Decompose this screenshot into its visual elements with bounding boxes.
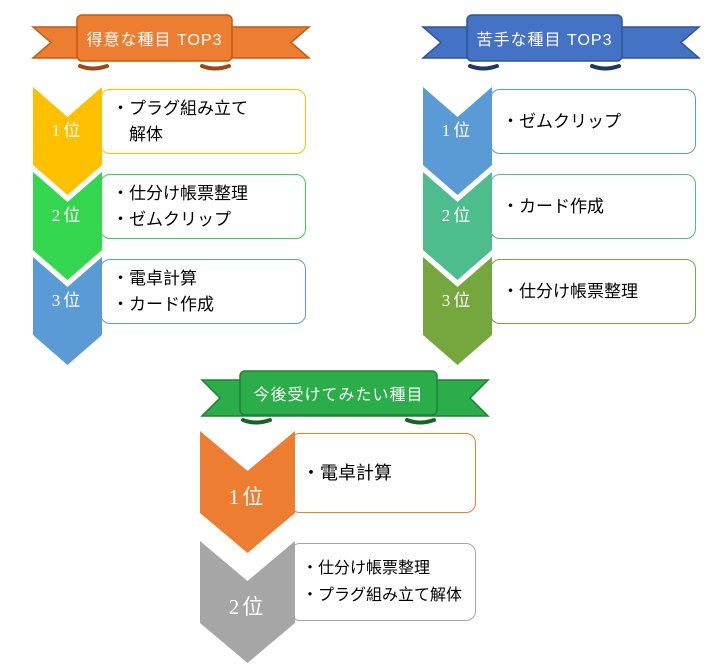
item-card: ・仕分け帳票整理・プラグ組み立て解体 [290,543,476,621]
rank-chevron [33,257,102,365]
rank-chevron [33,87,102,195]
rank-label: 2位 [441,206,474,225]
banner-title: 今後受けてみたい種目 [253,387,424,404]
item-card: ・プラグ組み立て解体 [100,89,306,154]
item-line: ・電卓計算 [302,463,392,483]
item-line: 解体 [129,124,163,144]
banner-title: 苦手な種目 TOP3 [476,32,613,49]
item-line: ・仕分け帳票整理 [302,560,431,577]
item-line: ・プラグ組み立て解体 [302,587,463,604]
down-chevron-shape [423,172,492,280]
ribbon-center [239,370,438,416]
ribbon-fold-right [200,64,231,71]
ribbon-center [76,14,233,62]
banner-title: 得意な種目 TOP3 [86,32,223,49]
down-chevron-shape [33,87,102,195]
rank-chevron [423,172,492,280]
rank-chevron [33,172,102,280]
ribbon-fold-left [468,64,499,71]
down-chevron-shape [423,257,492,365]
rank-label: 2位 [51,206,84,225]
item-line: ・カード作成 [112,294,214,314]
item-line: ・電卓計算 [112,268,197,288]
item-card: ・仕分け帳票整理 [490,259,696,324]
rank-label: 1位 [228,485,267,509]
rank-label: 1位 [441,121,474,140]
rank-chevron [423,257,492,365]
item-card: ・電卓計算 [290,433,476,513]
ribbon-fold-left [78,64,109,71]
ribbon-fold-left [241,418,272,425]
item-line: ・仕分け帳票整理 [502,281,638,301]
item-line: ・プラグ組み立て [112,98,248,118]
down-chevron-shape [423,87,492,195]
item-card: ・ゼムクリップ [490,89,696,154]
ribbon-fold-right [590,64,621,71]
item-line: ・カード作成 [502,196,604,216]
item-line: ・ゼムクリップ [112,209,231,229]
item-card: ・カード作成 [490,174,696,239]
down-chevron-shape [200,431,295,553]
item-card: ・仕分け帳票整理・ゼムクリップ [100,174,306,239]
rank-chevron [423,87,492,195]
item-line: ・仕分け帳票整理 [112,183,248,203]
down-chevron-shape [33,257,102,365]
ribbon-banner [30,14,312,71]
down-chevron-shape [200,541,295,663]
rank-label: 3位 [51,291,84,310]
ribbon-center [466,14,623,62]
rank-chevron [200,541,295,663]
rank-label: 2位 [228,595,267,619]
ribbon-fold-right [405,418,436,425]
item-line: ・ゼムクリップ [502,111,621,131]
rank-chevron [200,431,295,553]
down-chevron-shape [33,172,102,280]
item-card: ・電卓計算・カード作成 [100,259,306,324]
rank-label: 3位 [441,291,474,310]
rank-label: 1位 [51,121,84,140]
ribbon-banner [420,14,702,71]
ribbon-banner [200,370,490,425]
